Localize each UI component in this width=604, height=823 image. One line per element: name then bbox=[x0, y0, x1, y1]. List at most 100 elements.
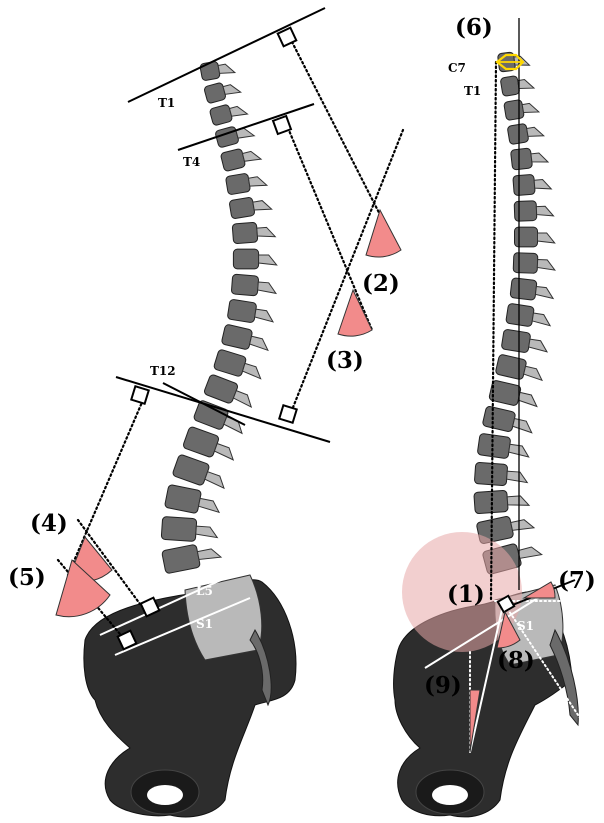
vertebra bbox=[227, 299, 257, 323]
spinous-process bbox=[522, 102, 539, 114]
vertebra bbox=[507, 123, 529, 144]
vertebra bbox=[225, 173, 250, 195]
spinous-process bbox=[507, 471, 528, 482]
vertebra bbox=[233, 249, 258, 269]
spinous-process bbox=[257, 227, 275, 238]
vertebra bbox=[231, 274, 259, 296]
vertebra bbox=[510, 278, 537, 301]
vertebra bbox=[477, 433, 511, 459]
spinous-process bbox=[253, 199, 272, 212]
label-angle-6: (6) bbox=[455, 14, 493, 41]
vertebra bbox=[474, 462, 507, 486]
spinous-process bbox=[531, 152, 548, 164]
spinous-process bbox=[214, 444, 237, 460]
vertebra bbox=[204, 82, 227, 104]
label-angle-1: (1) bbox=[447, 581, 485, 608]
vertebra bbox=[515, 227, 538, 247]
left-vertebral-column bbox=[161, 61, 277, 574]
spinous-process bbox=[518, 392, 539, 406]
spinous-process bbox=[248, 175, 266, 188]
spinous-process bbox=[512, 418, 534, 432]
spinous-process bbox=[233, 391, 255, 407]
spinous-process bbox=[259, 255, 277, 265]
label-l5: L5 bbox=[196, 584, 213, 598]
vertebra bbox=[161, 516, 197, 541]
label-t12: T12 bbox=[150, 364, 176, 378]
vertebra bbox=[220, 148, 246, 171]
vertebra bbox=[500, 75, 520, 96]
label-t4: T4 bbox=[183, 155, 200, 169]
vertebra bbox=[482, 406, 516, 433]
spinous-process bbox=[518, 545, 542, 560]
vertebra bbox=[172, 454, 210, 486]
angle-wedge-7 bbox=[524, 582, 555, 598]
spinous-process bbox=[242, 363, 264, 378]
spinous-process bbox=[254, 309, 274, 322]
right-angle-marker bbox=[131, 386, 148, 403]
label-s1: S1 bbox=[196, 617, 213, 631]
vertebra bbox=[203, 374, 238, 404]
left-perp-t4 bbox=[288, 128, 372, 330]
vertebra bbox=[501, 329, 531, 353]
spinous-process bbox=[223, 83, 241, 97]
label-t1: T1 bbox=[158, 96, 175, 110]
spinous-process bbox=[196, 526, 218, 537]
vertebra bbox=[182, 426, 219, 458]
spinous-process bbox=[243, 149, 262, 163]
label-angle-5: (5) bbox=[8, 564, 46, 591]
spinous-process bbox=[518, 78, 534, 90]
spinous-process bbox=[527, 126, 544, 138]
vertebra bbox=[514, 201, 537, 222]
label-angle-9: (9) bbox=[424, 672, 462, 699]
vertebra bbox=[506, 303, 535, 327]
label-angle-4: (4) bbox=[30, 510, 68, 537]
spinous-process bbox=[538, 233, 555, 243]
vertebra bbox=[164, 484, 201, 513]
vertebra bbox=[513, 174, 535, 195]
spinous-process bbox=[198, 498, 221, 512]
spinous-process bbox=[523, 366, 544, 380]
vertebra bbox=[504, 99, 525, 120]
spinous-process bbox=[535, 286, 554, 298]
vertebra bbox=[229, 197, 255, 219]
spinous-process bbox=[534, 179, 551, 190]
right-spine-figure: C7 T1 S1 (6) (1) (7) (8) (9) bbox=[394, 14, 596, 817]
vertebra bbox=[513, 253, 538, 274]
left-perp-t12-lower bbox=[68, 400, 143, 575]
vertebra bbox=[510, 148, 532, 170]
left-spine-figure: T1 T4 T12 L1 L5 S1 (2) (3) (4) (5) bbox=[8, 8, 403, 817]
right-angle-marker bbox=[279, 405, 296, 422]
label-angle-3: (3) bbox=[326, 347, 364, 374]
right-angle-marker bbox=[273, 116, 291, 134]
right-vertebral-column bbox=[474, 52, 555, 575]
spinous-process bbox=[537, 259, 555, 270]
spinous-process bbox=[258, 282, 277, 293]
vertebra bbox=[213, 349, 247, 377]
spinous-process bbox=[204, 472, 227, 488]
spinous-process bbox=[532, 313, 552, 326]
spinous-process bbox=[507, 495, 529, 506]
spinous-process bbox=[249, 336, 270, 350]
spinous-process bbox=[197, 547, 221, 561]
label-s1-right: S1 bbox=[517, 619, 534, 633]
vertebra bbox=[495, 354, 527, 380]
vertebra bbox=[209, 104, 233, 126]
label-l1: L1 bbox=[178, 414, 195, 428]
angle-wedge-2 bbox=[366, 210, 401, 257]
label-c7: C7 bbox=[448, 61, 466, 75]
label-angle-2: (2) bbox=[362, 270, 400, 297]
label-angle-8: (8) bbox=[497, 647, 535, 674]
label-angle-7: (7) bbox=[558, 567, 596, 594]
spinous-process bbox=[536, 206, 553, 217]
spinous-process bbox=[229, 104, 247, 118]
left-t4-endplate-line bbox=[178, 104, 314, 150]
spinous-process bbox=[528, 339, 548, 352]
vertebra bbox=[162, 544, 201, 574]
vertebra bbox=[221, 324, 253, 350]
vertebra bbox=[200, 61, 221, 81]
vertebra bbox=[232, 222, 258, 244]
spinous-process bbox=[218, 63, 235, 76]
spinous-process bbox=[511, 518, 534, 532]
label-t1-right: T1 bbox=[464, 84, 481, 98]
